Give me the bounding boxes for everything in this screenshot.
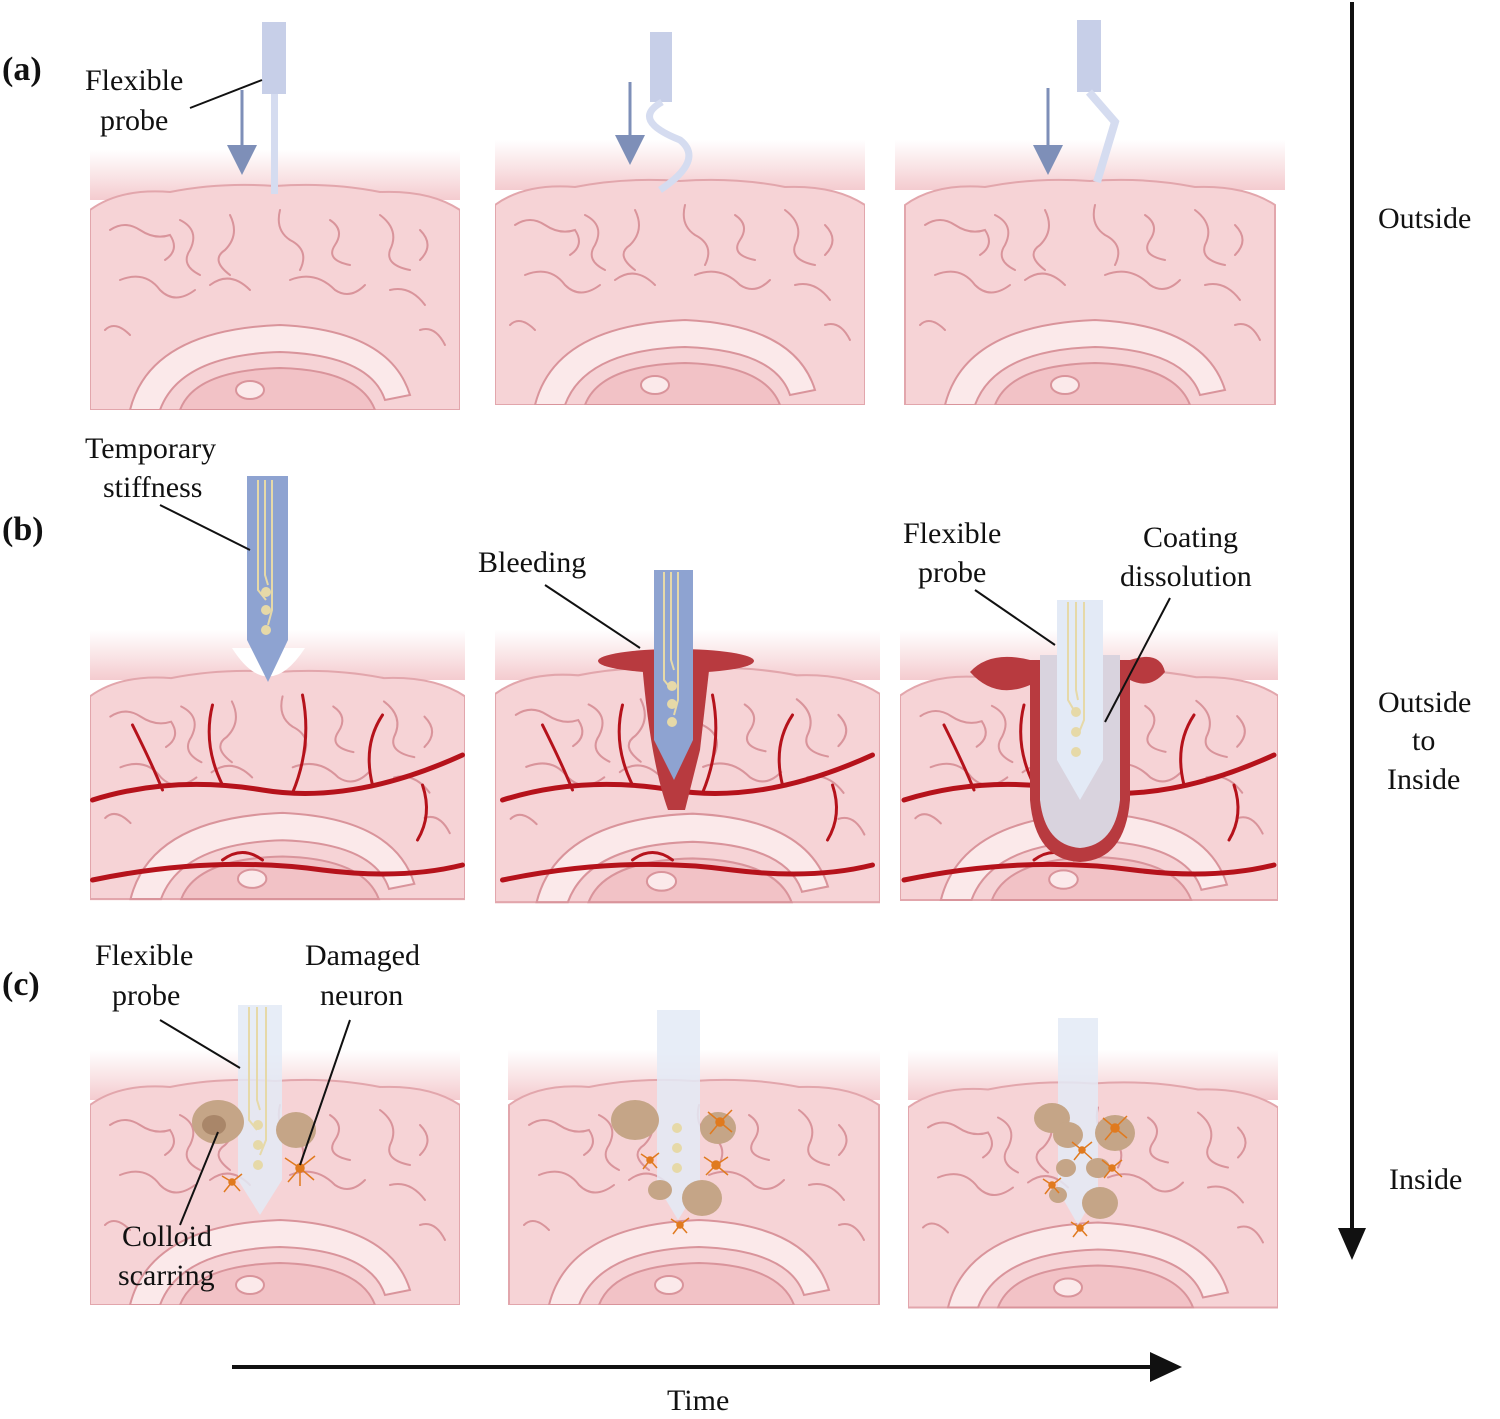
panel-a1: [90, 22, 460, 410]
side-label-inside: Inside: [1389, 1163, 1462, 1196]
depth-arrow-head: [1338, 1228, 1366, 1260]
time-label: Time: [667, 1384, 729, 1417]
row-label-c: (c): [2, 966, 40, 1003]
scar-cell: [276, 1112, 316, 1148]
label-colloid: Colloid: [122, 1220, 212, 1253]
callout-line: [189, 79, 263, 109]
row-label-a: (a): [2, 51, 42, 88]
panel-c2: [508, 1010, 880, 1305]
side-label-outside-to-inside-1: Outside: [1378, 686, 1471, 719]
panel-c3: [908, 1018, 1278, 1309]
label-b-probe: probe: [918, 556, 986, 589]
label-bleeding: Bleeding: [478, 546, 586, 579]
callout-line: [544, 584, 641, 649]
buckled-probe: [646, 98, 693, 193]
callout-line: [179, 1131, 219, 1226]
label-stiffness: stiffness: [103, 471, 202, 504]
flexible-probe: [1057, 600, 1103, 800]
label-scarring: scarring: [118, 1259, 215, 1292]
label-coating: Coating: [1143, 521, 1238, 554]
panel-c1: [90, 1005, 460, 1305]
panel-a3: [895, 20, 1285, 405]
label-temporary: Temporary: [85, 432, 216, 465]
stiff-probe: [247, 476, 288, 682]
side-label-outside: Outside: [1378, 202, 1471, 235]
callout-line: [1104, 597, 1171, 723]
panel-b2: [495, 570, 880, 904]
callout-line: [974, 589, 1056, 646]
side-label-outside-to-inside-2: to: [1412, 724, 1435, 757]
label-neuron: neuron: [320, 979, 403, 1012]
row-label-b: (b): [2, 511, 44, 548]
label-probe: probe: [100, 104, 168, 137]
panel-a2: [495, 32, 865, 405]
panel-b1: [90, 476, 465, 901]
label-flexible: Flexible: [85, 64, 183, 97]
stiff-probe: [654, 570, 693, 780]
callout-line: [159, 504, 251, 551]
callout-line: [159, 1019, 241, 1069]
flexible-probe: [657, 1010, 700, 1220]
panel-b3: [900, 589, 1278, 902]
probe-holder: [262, 22, 286, 94]
label-b-flexible: Flexible: [903, 517, 1001, 550]
label-damaged: Damaged: [305, 939, 420, 972]
bent-probe: [1085, 89, 1120, 184]
label-c-probe: probe: [112, 979, 180, 1012]
time-arrow-head: [1150, 1352, 1182, 1382]
label-c-flexible: Flexible: [95, 939, 193, 972]
label-dissolution: dissolution: [1120, 560, 1252, 593]
probe-holder: [1077, 20, 1101, 92]
flexible-probe: [271, 94, 278, 194]
callout-line: [299, 1019, 351, 1166]
side-label-outside-to-inside-3: Inside: [1387, 763, 1460, 796]
probe-holder: [650, 32, 672, 102]
damaged-neuron: [221, 1155, 316, 1193]
